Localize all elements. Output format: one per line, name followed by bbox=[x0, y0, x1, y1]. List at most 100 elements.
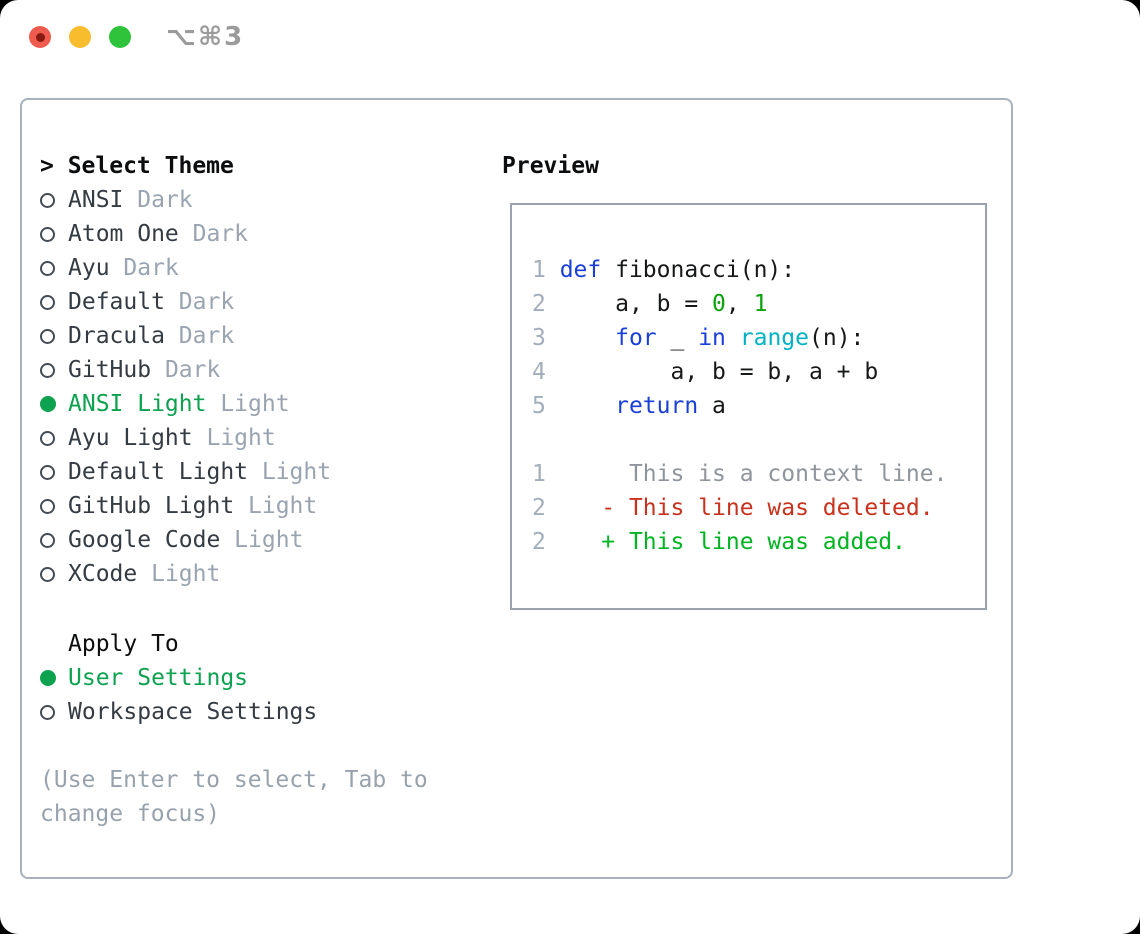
option-label: Google Code bbox=[68, 527, 221, 553]
theme-option-ansi[interactable]: ANSI Dark bbox=[40, 183, 490, 217]
radio-slot bbox=[40, 566, 68, 582]
option-variant: Light bbox=[206, 391, 290, 417]
line-number: 2 bbox=[532, 529, 546, 555]
option-variant: Dark bbox=[164, 289, 235, 315]
preview-header: Preview bbox=[502, 153, 599, 179]
token-default bbox=[560, 393, 615, 419]
line-number: 2 bbox=[532, 291, 560, 317]
line-number: 1 bbox=[532, 461, 546, 487]
option-label: ANSI Light bbox=[68, 391, 207, 417]
zoom-button[interactable] bbox=[109, 26, 131, 48]
radio-slot bbox=[40, 464, 68, 480]
diff-line: 2 - This line was deleted. bbox=[532, 491, 985, 525]
apply-option-user-settings[interactable]: User Settings bbox=[40, 661, 490, 695]
minimize-button[interactable] bbox=[69, 26, 91, 48]
code-line: 4 a, b = b, a + b bbox=[532, 355, 985, 389]
option-variant: Dark bbox=[123, 187, 193, 213]
theme-option-ansi-light[interactable]: ANSI Light Light bbox=[40, 387, 490, 421]
apply-option-workspace-settings[interactable]: Workspace Settings bbox=[40, 695, 490, 729]
token-default: a, b = bbox=[559, 291, 713, 317]
option-label: Default bbox=[68, 289, 165, 315]
code-line: 2 a, b = 0, 1 bbox=[532, 287, 985, 321]
token-number: 0 bbox=[712, 291, 726, 317]
help-text: (Use Enter to select, Tab to change focu… bbox=[40, 763, 490, 831]
token-default: (n): bbox=[809, 325, 865, 351]
option-label: ANSI bbox=[68, 187, 124, 213]
option-label: GitHub Light bbox=[68, 493, 235, 519]
option-label: GitHub bbox=[68, 357, 152, 383]
option-label: Atom One bbox=[68, 221, 179, 247]
theme-option-github[interactable]: GitHub Dark bbox=[40, 353, 490, 387]
theme-option-dracula[interactable]: Dracula Dark bbox=[40, 319, 490, 353]
token-default: a bbox=[698, 393, 726, 419]
radio-unselected-icon bbox=[40, 226, 55, 242]
theme-option-github-light[interactable]: GitHub Light Light bbox=[40, 489, 490, 523]
theme-option-ayu-light[interactable]: Ayu Light Light bbox=[40, 421, 490, 455]
token-keyword: in bbox=[698, 325, 726, 351]
radio-unselected-icon bbox=[40, 704, 55, 720]
code-line: 3 for _ in range(n): bbox=[532, 321, 985, 355]
window-title: ⌥⌘3 bbox=[166, 22, 245, 52]
token-default: , bbox=[725, 291, 754, 317]
option-variant: Dark bbox=[151, 357, 221, 383]
theme-option-default-light[interactable]: Default Light Light bbox=[40, 455, 490, 489]
apply-to-header: Apply To bbox=[68, 631, 179, 657]
theme-option-xcode[interactable]: XCode Light bbox=[40, 557, 490, 591]
close-button[interactable] bbox=[29, 26, 51, 48]
help-line-2: change focus) bbox=[40, 801, 221, 827]
theme-option-default[interactable]: Default Dark bbox=[40, 285, 490, 319]
preview-gap bbox=[532, 423, 985, 457]
token-keyword: for bbox=[615, 325, 657, 351]
radio-unselected-icon bbox=[40, 294, 55, 310]
radio-unselected-icon bbox=[40, 328, 55, 344]
radio-slot bbox=[40, 532, 68, 548]
line-number: 3 bbox=[532, 325, 560, 351]
option-variant: Dark bbox=[178, 221, 249, 247]
option-label: Default Light bbox=[68, 459, 249, 485]
radio-slot bbox=[40, 260, 68, 276]
token-default: _ bbox=[656, 325, 699, 351]
radio-slot bbox=[40, 362, 68, 378]
radio-unselected-icon bbox=[40, 464, 55, 480]
radio-selected-icon bbox=[40, 670, 56, 686]
theme-option-ayu[interactable]: Ayu Dark bbox=[40, 251, 490, 285]
option-label: Ayu bbox=[68, 255, 110, 281]
radio-slot bbox=[40, 328, 68, 344]
theme-option-atom-one[interactable]: Atom One Dark bbox=[40, 217, 490, 251]
radio-slot bbox=[40, 704, 68, 720]
theme-option-google-code[interactable]: Google Code Light bbox=[40, 523, 490, 557]
token-keyword: def bbox=[559, 257, 602, 283]
radio-slot bbox=[40, 192, 68, 208]
radio-slot bbox=[40, 294, 68, 310]
line-number: 4 bbox=[532, 359, 560, 385]
radio-slot bbox=[40, 396, 68, 412]
option-variant: Light bbox=[234, 493, 318, 519]
diff-preview: 1 This is a context line. 2 - This line w… bbox=[532, 457, 985, 559]
close-dot-icon bbox=[35, 32, 45, 42]
line-number: 2 bbox=[532, 495, 546, 521]
option-variant: Light bbox=[137, 561, 221, 587]
option-label: Ayu Light bbox=[68, 425, 193, 451]
token-default bbox=[726, 325, 740, 351]
option-variant: Light bbox=[248, 459, 332, 485]
token-default: fibonacci(n): bbox=[601, 257, 796, 283]
help-line-1: (Use Enter to select, Tab to bbox=[40, 767, 428, 793]
option-label: User Settings bbox=[68, 665, 249, 691]
option-variant: Dark bbox=[109, 255, 179, 281]
radio-slot bbox=[40, 430, 68, 446]
token-context: This is a context line. bbox=[545, 461, 948, 487]
option-variant: Dark bbox=[164, 323, 235, 349]
radio-unselected-icon bbox=[40, 498, 55, 514]
code-line: 1 def fibonacci(n): bbox=[532, 253, 985, 287]
diff-line: 2 + This line was added. bbox=[532, 525, 985, 559]
radio-unselected-icon bbox=[40, 566, 55, 582]
radio-slot bbox=[40, 498, 68, 514]
token-builtin: range bbox=[739, 325, 809, 351]
radio-unselected-icon bbox=[40, 192, 55, 208]
radio-slot bbox=[40, 226, 68, 242]
